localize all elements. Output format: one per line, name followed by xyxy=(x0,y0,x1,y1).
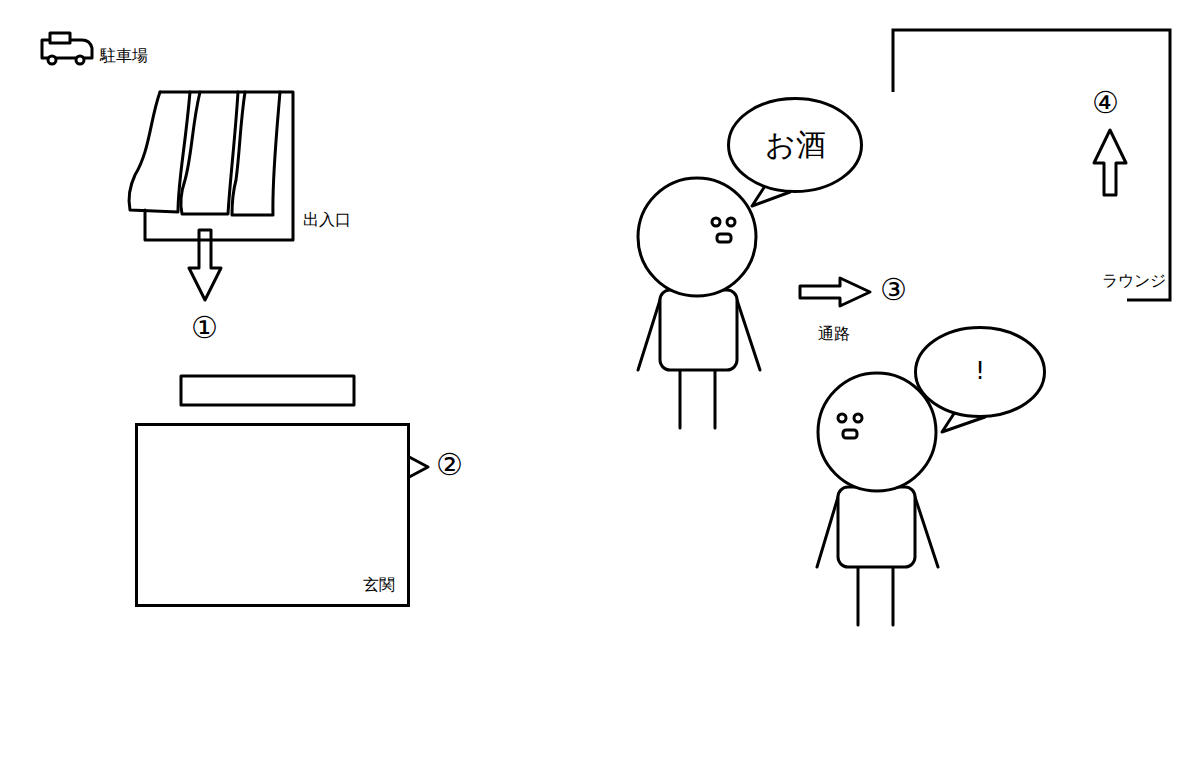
noren-curtain xyxy=(129,92,293,240)
text-holder: 出入口 xyxy=(303,210,351,229)
label-holder: ③ xyxy=(880,273,907,308)
label-holder: 通路 xyxy=(818,324,850,343)
text-holder: ! xyxy=(914,326,1046,418)
label-holder: 駐車場 xyxy=(100,46,148,65)
text-holder: 玄関 xyxy=(363,575,395,594)
place-label: 出入口 xyxy=(303,210,351,229)
place-label: 通路 xyxy=(818,324,850,343)
label-holder: ① xyxy=(191,311,218,346)
room-wall xyxy=(893,30,1170,300)
place-label: 駐車場 xyxy=(100,46,148,65)
place-label: 玄関 xyxy=(363,575,395,594)
person xyxy=(638,178,760,428)
person xyxy=(817,373,938,625)
bubble-outline xyxy=(916,328,1045,417)
step-mat xyxy=(181,376,354,405)
speech-bubble: お酒 xyxy=(727,97,863,193)
speech-text: お酒 xyxy=(765,128,826,163)
bubble-outline xyxy=(729,99,862,192)
speech-text: ! xyxy=(975,358,985,386)
place-label: ラウンジ xyxy=(1102,271,1166,290)
lounge-room: ラウンジ xyxy=(893,30,1170,300)
room-wall xyxy=(893,30,1170,300)
callout-number: ① xyxy=(191,310,218,345)
car-icon xyxy=(42,33,92,64)
callout-number: ③ xyxy=(880,272,907,307)
label-holder: ④ xyxy=(1092,86,1119,121)
entrance-curtain: 出入口 xyxy=(125,88,295,243)
genkan-box: 玄関 xyxy=(135,423,410,607)
text-holder: お酒 xyxy=(727,97,863,193)
arrow-up xyxy=(1094,130,1126,195)
speech-bubble: ! xyxy=(914,326,1046,418)
callout-number: ④ xyxy=(1092,85,1119,120)
arrow-down xyxy=(189,230,221,300)
text-holder: ラウンジ xyxy=(1102,271,1166,290)
label-holder: ② xyxy=(436,448,463,483)
arrow-right xyxy=(800,278,870,306)
callout-number: ② xyxy=(436,447,463,482)
